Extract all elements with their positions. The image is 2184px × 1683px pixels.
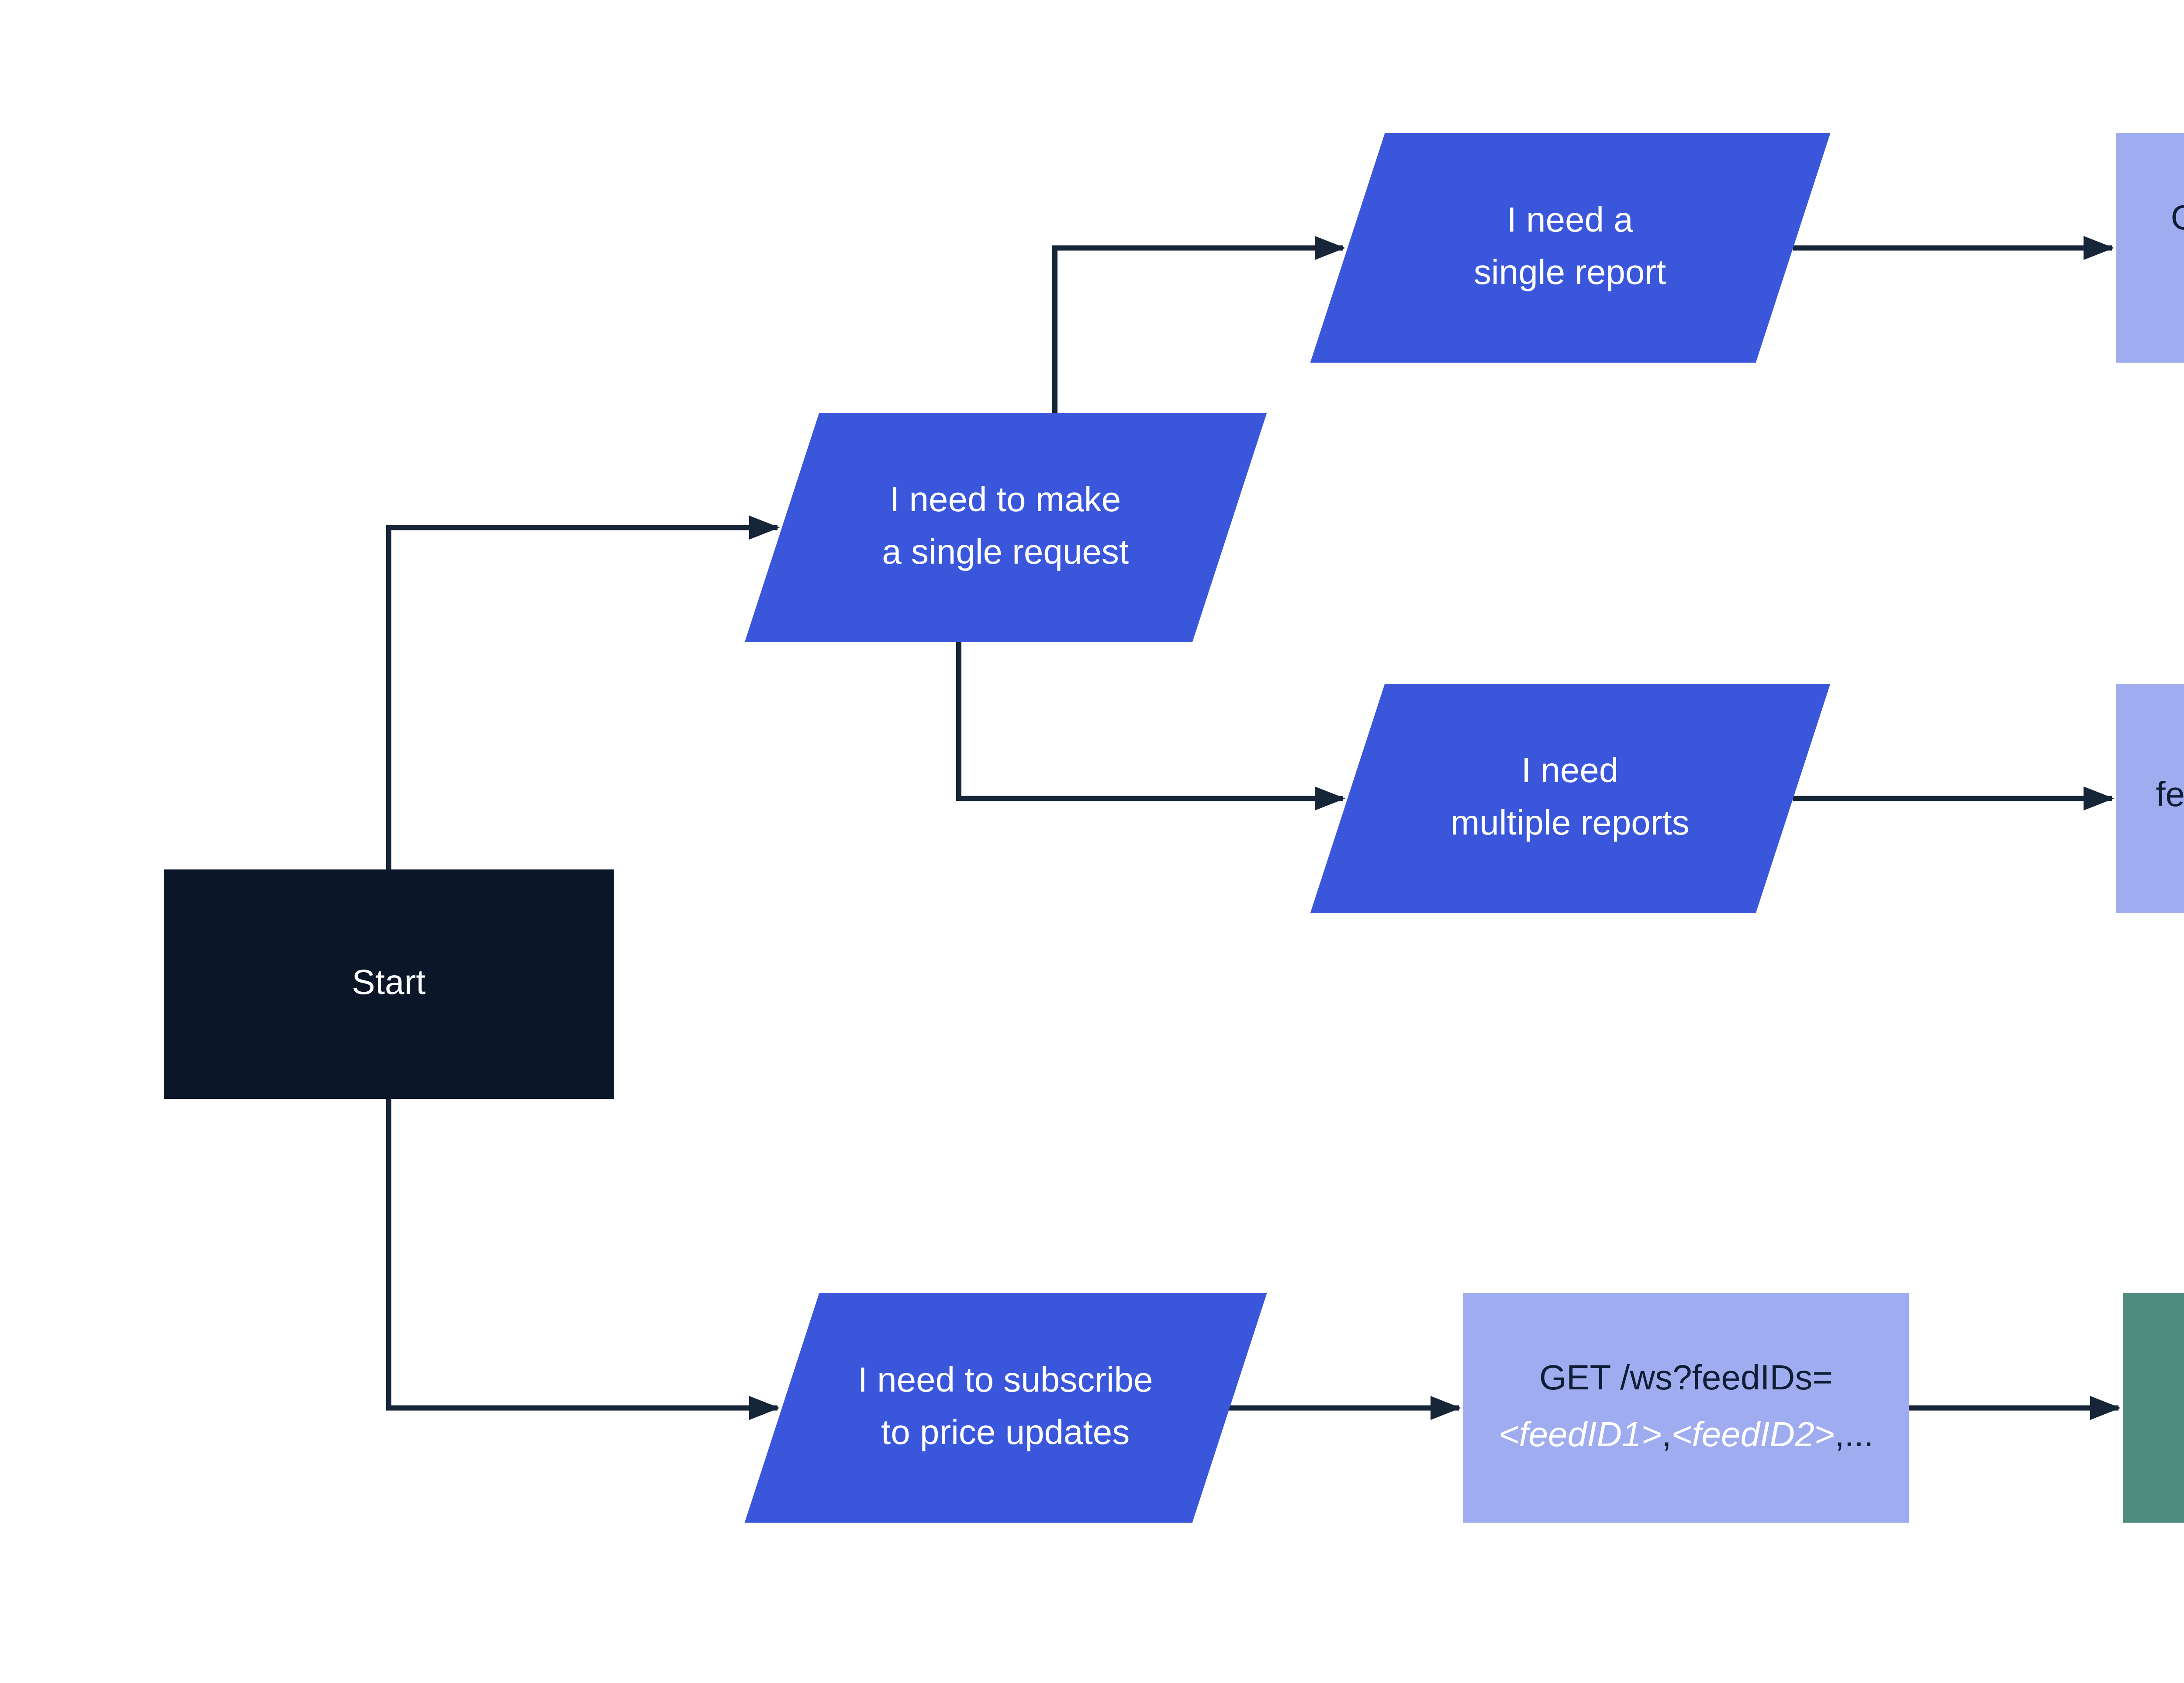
edge-single-request-to-multiple-reports (956, 642, 1345, 810)
request-get-bulk-reports: GET /reports/bulk? feedIDs=<feedID1>,<fe… (2116, 684, 2184, 913)
decision-multiple-reports: I need multiple reports (1310, 684, 1831, 913)
decision-multiple-reports-line1: I need (1521, 752, 1619, 790)
code-text: feedIDs= (2156, 778, 2184, 815)
request-get-bulk-reports-line2: feedIDs=<feedID1>,<feedID2>,...& (2156, 771, 2184, 825)
decision-single-report-line2: single report (1474, 254, 1667, 292)
decision-subscribe-line1: I need to subscribe (858, 1362, 1154, 1399)
request-get-single-report: GET /reports?feedID=<feedID>& timestamp=… (2116, 133, 2184, 363)
result-websocket-stream: [feedID1, report] [feedID2, report] ... (2123, 1293, 2184, 1523)
decision-subscribe: I need to subscribe to price updates (744, 1293, 1267, 1523)
request-get-single-report-line1: GET /reports?feedID=<feedID>& (2171, 191, 2184, 248)
code-text: ,... (1835, 1416, 1874, 1454)
decision-single-report: I need a single report (1310, 133, 1831, 363)
request-get-websocket: GET /ws?feedIDs= <feedID1>,<feedID2>,... (1463, 1293, 1909, 1523)
request-get-websocket-line1: GET /ws?feedIDs= (1539, 1351, 1833, 1408)
decision-single-request: I need to make a single request (744, 413, 1267, 642)
edge-start-to-single-request (386, 516, 780, 869)
decision-single-report-line1: I need a (1507, 202, 1634, 239)
decision-subscribe-line2: to price updates (881, 1414, 1130, 1452)
request-get-websocket-line2: <feedID1>,<feedID2>,... (1499, 1408, 1874, 1465)
code-text: GET /ws?feedIDs= (1539, 1360, 1833, 1397)
decision-single-request-line2: a single request (882, 534, 1129, 571)
placeholder-token: <feedID1> (1498, 1416, 1662, 1454)
code-text: GET /reports?feedID= (2171, 200, 2184, 237)
start-label: Start (352, 964, 426, 1002)
decision-single-request-line1: I need to make (890, 481, 1122, 519)
edge-single-request-to-single-report (1052, 236, 1345, 413)
edge-start-to-subscribe (386, 1099, 780, 1420)
start-node: Start (164, 869, 614, 1099)
decision-multiple-reports-line2: multiple reports (1451, 805, 1690, 842)
code-text: , (1662, 1416, 1672, 1454)
placeholder-token: <feedID2> (1671, 1416, 1835, 1454)
